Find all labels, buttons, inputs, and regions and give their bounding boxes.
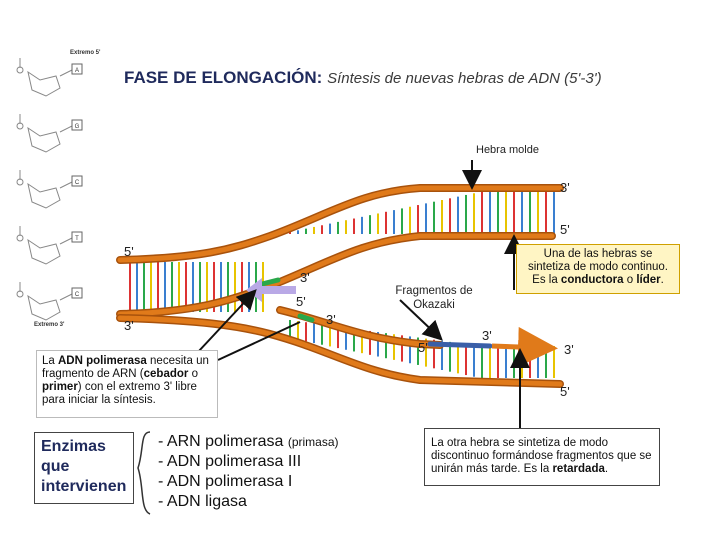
rna-primer-2 — [297, 313, 315, 323]
nucleotide-chain-illustration: A G C T C — [16, 58, 83, 321]
okazaki-end-3: 3' — [482, 328, 492, 343]
okazaki-pointer — [399, 299, 443, 341]
title-sub: Síntesis de nuevas hebras de ADN (5'-3') — [327, 70, 602, 87]
synthesis-direction-arrow — [246, 278, 296, 302]
okazaki-fragment — [427, 341, 493, 349]
nucleotide-unit: C — [16, 170, 83, 209]
hebra-molde-label: Hebra molde — [476, 144, 539, 156]
strand-end-3-mid: 3' — [300, 270, 310, 285]
primer-pointer — [197, 289, 257, 353]
nucleotide-unit: T — [16, 226, 83, 265]
nucleotide-unit: G — [16, 114, 83, 153]
nucleotide-base-letter: T — [75, 236, 79, 242]
enzyme-item: - ADN polimerasa III — [158, 453, 302, 470]
enzyme-item: - ADN ligasa — [158, 493, 247, 510]
extremo-5-label: Extremo 5' — [70, 50, 101, 56]
nucleotide-base-letter: G — [75, 124, 80, 130]
strand-end-5-right: 5' — [560, 384, 570, 399]
primer-note: La ADN polimerasa necesita un fragmento … — [36, 350, 218, 418]
strand-end-5-top: 5' — [560, 222, 570, 237]
nucleotide-base-letter: A — [75, 68, 79, 74]
strand-end-3-left: 3' — [124, 318, 134, 333]
nucleotide-unit: C — [16, 282, 83, 321]
page-title: FASE DE ELONGACIÓN: Síntesis de nuevas h… — [124, 68, 602, 88]
title-main: FASE DE ELONGACIÓN: — [124, 68, 323, 87]
leading-strand-new — [116, 232, 556, 318]
template-strand-top — [116, 184, 564, 264]
rna-primer — [259, 277, 281, 287]
enzymes-title: Enzimas que intervienen — [34, 432, 134, 504]
okazaki-end-5: 5' — [418, 340, 428, 355]
enzyme-item: - ADN polimerasa I — [158, 473, 293, 490]
lagging-strand-note: La otra hebra se sintetiza de modo disco… — [424, 428, 660, 486]
extremo-3-label: Extremo 3' — [34, 322, 65, 328]
strand-end-3-top: 3' — [560, 180, 570, 195]
enzyme-item: - ARN polimerasa (primasa) — [158, 433, 339, 450]
nucleotide-base-letter: C — [75, 180, 80, 186]
strand-end-3-right: 3' — [564, 342, 574, 357]
strand-end-5-left: 5' — [124, 244, 134, 259]
okazaki-fragment-orange — [491, 326, 558, 367]
strand-end-5-mid: 5' — [296, 294, 306, 309]
enzymes-brace — [137, 431, 151, 515]
nucleotide-base-letter: C — [75, 292, 80, 298]
okazaki-label: Fragmentos de Okazaki — [395, 285, 473, 311]
strand-end-3-lower: 3' — [326, 312, 336, 327]
enzymes-list: - ARN polimerasa (primasa) - ADN polimer… — [158, 432, 339, 512]
leading-strand-note: Una de las hebras se sintetiza de modo c… — [516, 244, 680, 294]
nucleotide-unit: A — [16, 58, 83, 97]
primer-pointer-2 — [217, 321, 301, 361]
